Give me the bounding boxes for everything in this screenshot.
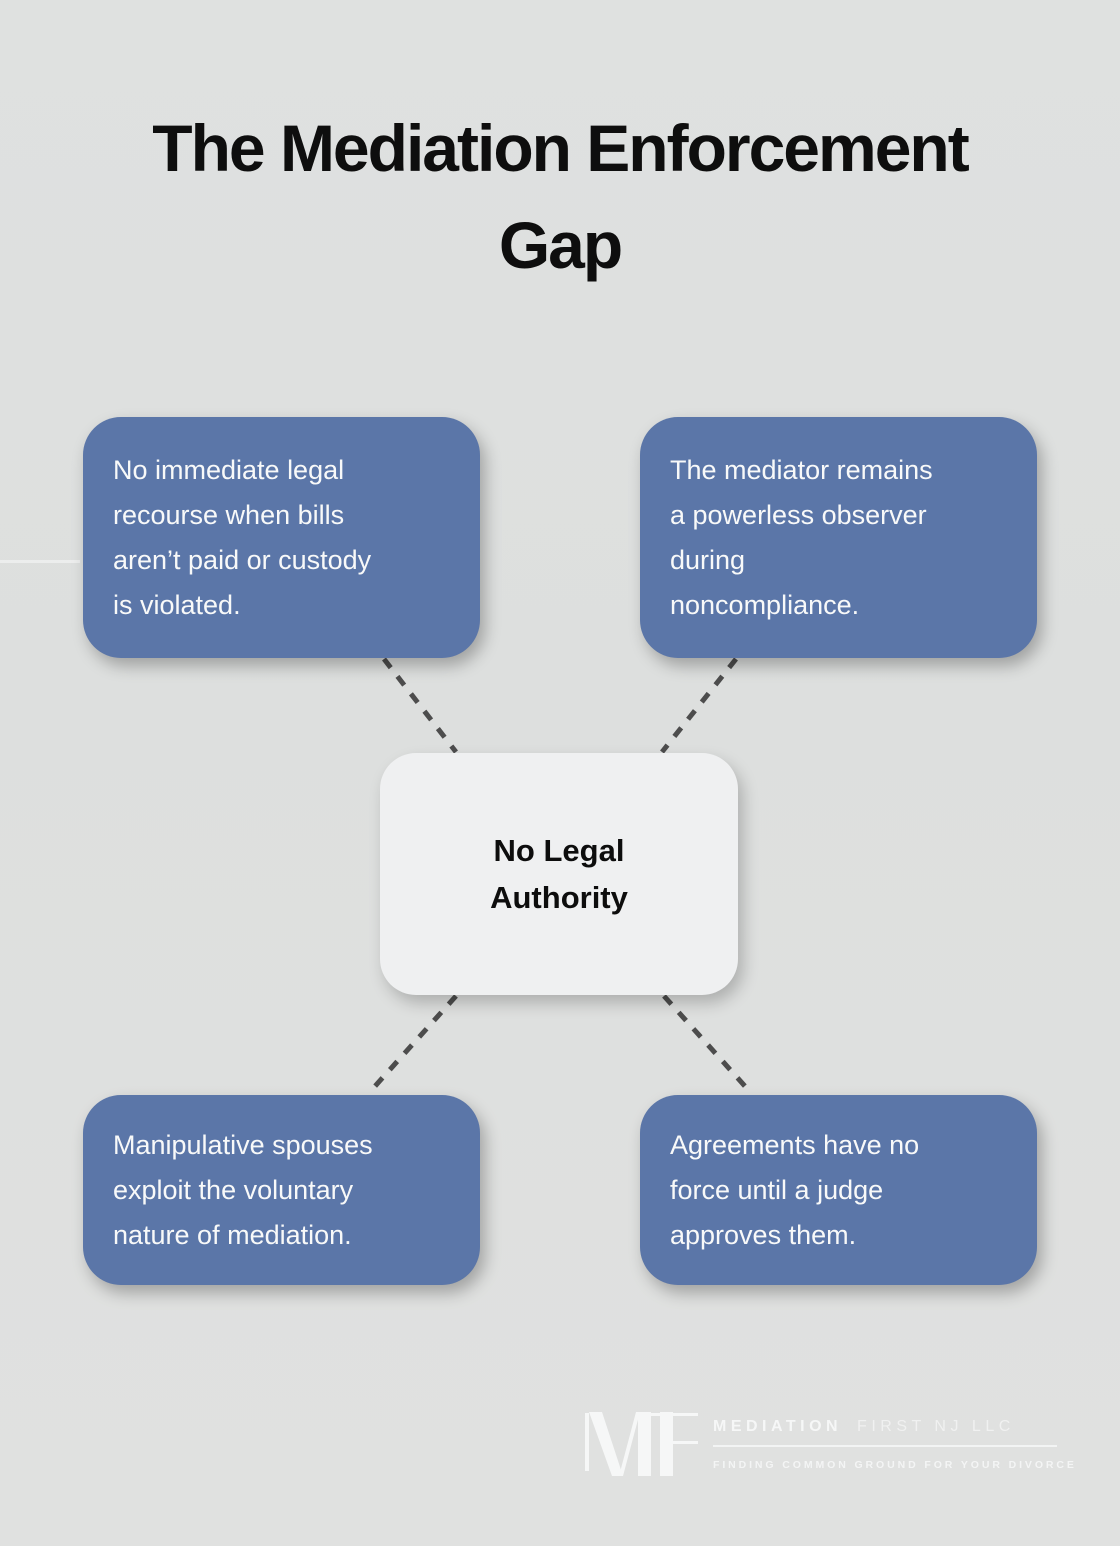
page-title: The Mediation Enforcement Gap — [152, 111, 969, 282]
brand-tagline: FINDING COMMON GROUND FOR YOUR DIVORCE — [713, 1459, 1077, 1471]
node-bottom-right-text: Agreements have no force until a judge a… — [670, 1129, 920, 1250]
connector-bottom-left — [366, 994, 458, 1096]
node-top-left-text: No immediate legal recourse when bills a… — [113, 454, 372, 620]
brand-text-block: MEDIATION FIRST NJ LLC FINDING COMMON GR… — [713, 1412, 1077, 1471]
node-bottom-left-text: Manipulative spouses exploit the volunta… — [113, 1129, 373, 1250]
node-top-left: No immediate legal recourse when bills a… — [83, 417, 480, 658]
brand-name-secondary: FIRST NJ LLC — [857, 1418, 1015, 1435]
node-top-right: The mediator remains a powerless observe… — [640, 417, 1037, 658]
brand-name: MEDIATION FIRST NJ LLC — [713, 1418, 1077, 1436]
node-top-right-text: The mediator remains a powerless observe… — [670, 454, 933, 620]
brand-logo: MEDIATION FIRST NJ LLC FINDING COMMON GR… — [585, 1412, 1077, 1476]
center-node: No Legal Authority — [380, 753, 738, 995]
node-bottom-right: Agreements have no force until a judge a… — [640, 1095, 1037, 1285]
connector-bottom-right — [662, 994, 754, 1096]
brand-divider — [713, 1445, 1057, 1447]
connector-top-right — [660, 657, 738, 754]
background-artifact-line — [0, 560, 80, 563]
mf-monogram-icon — [585, 1412, 698, 1476]
node-bottom-left: Manipulative spouses exploit the volunta… — [83, 1095, 480, 1285]
brand-name-primary: MEDIATION — [713, 1418, 843, 1435]
center-node-label: No Legal Authority — [490, 833, 628, 915]
connector-top-left — [382, 657, 458, 754]
